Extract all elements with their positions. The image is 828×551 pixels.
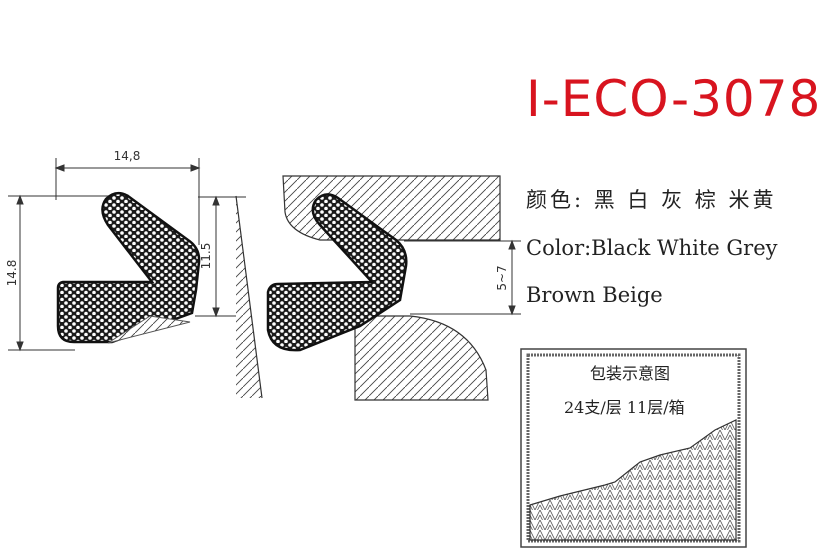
color-list-chinese: 颜色: 黑 白 灰 棕 米黄 bbox=[526, 188, 777, 212]
gap-dimension bbox=[404, 239, 521, 316]
dim-gap: 5~7 bbox=[495, 265, 509, 290]
packing-title: 包装示意图 bbox=[590, 364, 671, 383]
color-list-english: Color:Black White Grey bbox=[526, 236, 778, 260]
seal-cross-section bbox=[56, 191, 201, 344]
dim-height-right: 11.5 bbox=[199, 243, 213, 270]
packing-box bbox=[520, 348, 747, 548]
installed-view bbox=[235, 175, 501, 401]
packing-detail: 24支/层 11层/箱 bbox=[564, 398, 685, 417]
dim-height-left: 14.8 bbox=[5, 260, 19, 287]
dimension-lines bbox=[8, 158, 246, 352]
dim-width-top: 14,8 bbox=[114, 149, 141, 163]
product-code: I-ECO-3078 bbox=[526, 70, 822, 128]
color-list-english-cont: Brown Beige bbox=[526, 283, 663, 307]
